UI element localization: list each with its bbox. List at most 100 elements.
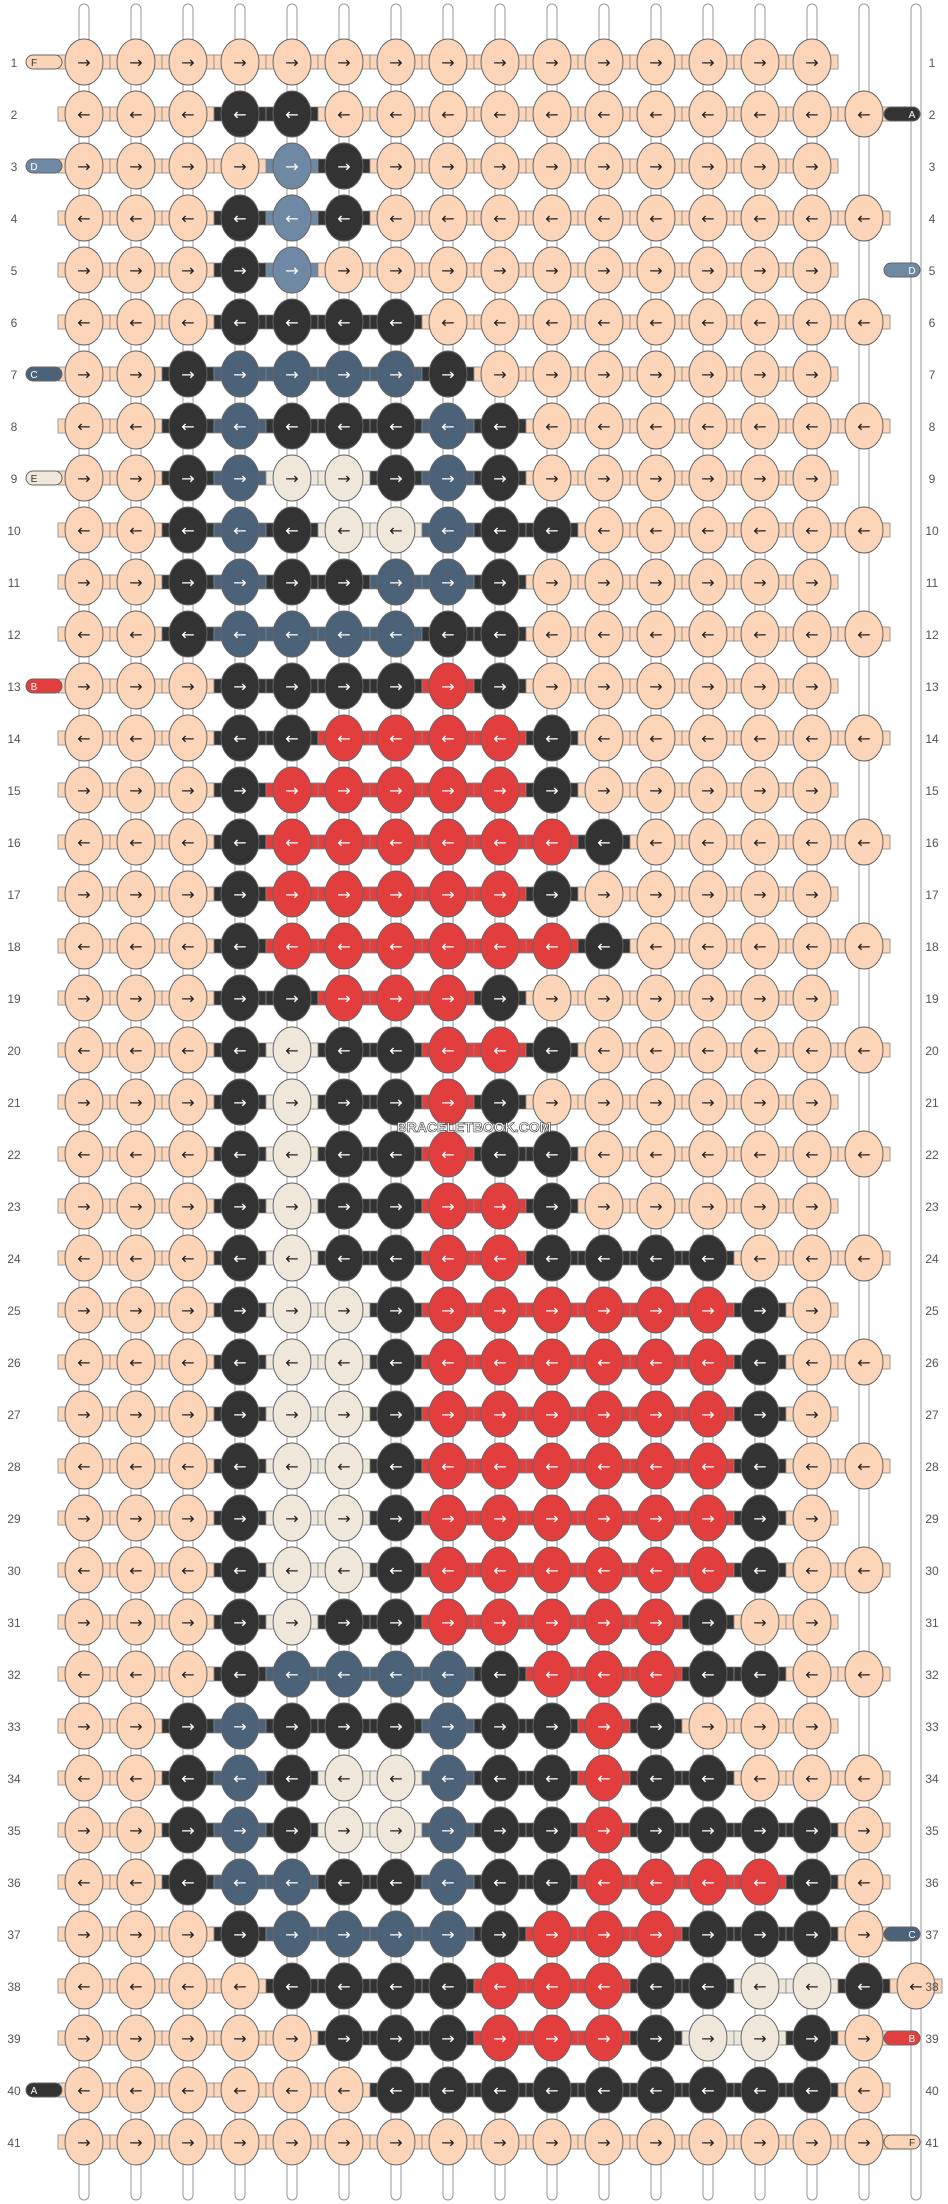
knot-arrow: ← [285, 1769, 298, 1788]
knot: → [584, 38, 624, 86]
knot: → [272, 142, 312, 190]
knot-arrow: → [233, 365, 246, 384]
knot-arrow: → [545, 573, 558, 592]
knot: ← [480, 1442, 520, 1490]
knot-arrow: ← [233, 313, 246, 332]
row-label-right: 2 [929, 108, 936, 122]
knot-arrow: ← [77, 1145, 90, 1164]
knot: → [480, 1494, 520, 1542]
knot: ← [740, 1026, 780, 1074]
knot-arrow: → [285, 1717, 298, 1736]
knot-arrow: → [597, 261, 610, 280]
knot-arrow: ← [701, 1457, 714, 1476]
knot: → [584, 766, 624, 814]
knot-arrow: ← [129, 833, 142, 852]
knot-arrow: → [129, 885, 142, 904]
knot-arrow: ← [805, 209, 818, 228]
knot: ← [64, 1858, 104, 1906]
knot: → [532, 1598, 572, 1646]
knot-arrow: ← [701, 625, 714, 644]
knot-arrow: → [233, 1093, 246, 1112]
knot: → [116, 350, 156, 398]
row-label-left: 41 [7, 2136, 21, 2150]
knot-arrow: ← [129, 521, 142, 540]
knot-arrow: → [77, 781, 90, 800]
knot-arrow: → [233, 261, 246, 280]
row-label-left: 31 [7, 1616, 21, 1630]
knot-arrow: ← [805, 1769, 818, 1788]
knot-arrow: ← [129, 1665, 142, 1684]
knot: ← [428, 1026, 468, 1074]
knot-arrow: → [181, 1301, 194, 1320]
knot: ← [272, 2066, 312, 2114]
knot-arrow: ← [857, 1561, 870, 1580]
knot: → [480, 1806, 520, 1854]
knot-arrow: ← [493, 521, 506, 540]
knot-arrow: ← [805, 1145, 818, 1164]
knot-arrow: → [441, 885, 454, 904]
knot: ← [844, 1026, 884, 1074]
knot: → [272, 1182, 312, 1230]
knot: ← [376, 922, 416, 970]
knot-arrow: → [233, 1821, 246, 1840]
knot: ← [220, 1234, 260, 1282]
knot-arrow: → [77, 1925, 90, 1944]
knot-arrow: ← [597, 1665, 610, 1684]
knot-arrow: ← [545, 105, 558, 124]
knot: ← [636, 1234, 676, 1282]
knot: → [64, 142, 104, 190]
knot-arrow: ← [857, 937, 870, 956]
knot-arrow: ← [389, 833, 402, 852]
knot: → [636, 1078, 676, 1126]
knot-arrow: ← [77, 417, 90, 436]
knot: ← [740, 1338, 780, 1386]
knot-arrow: ← [545, 1561, 558, 1580]
knot-arrow: → [649, 781, 662, 800]
knot: → [220, 142, 260, 190]
knot: → [584, 1182, 624, 1230]
knot: ← [740, 610, 780, 658]
knot: ← [220, 90, 260, 138]
knot: ← [844, 818, 884, 866]
knot: → [168, 1390, 208, 1438]
knot-arrow: ← [129, 313, 142, 332]
knot-arrow: ← [129, 2081, 142, 2100]
knot-arrow: → [77, 2133, 90, 2152]
knot: → [64, 1494, 104, 1542]
knot: ← [740, 922, 780, 970]
knot-arrow: → [441, 677, 454, 696]
knot: → [480, 766, 520, 814]
knot-arrow: → [181, 469, 194, 488]
knot-arrow: → [753, 1613, 766, 1632]
knot-arrow: → [129, 1925, 142, 1944]
knot-arrow: ← [545, 313, 558, 332]
knot: ← [116, 1338, 156, 1386]
knot-arrow: ← [805, 105, 818, 124]
knot: → [168, 1702, 208, 1750]
knot-arrow: → [233, 1509, 246, 1528]
knot: → [272, 350, 312, 398]
knot: → [740, 2014, 780, 2062]
knot-arrow: → [805, 781, 818, 800]
knot: → [532, 662, 572, 710]
knot-arrow: ← [389, 1873, 402, 1892]
knot: → [64, 2118, 104, 2166]
knot: ← [220, 506, 260, 554]
knot: → [220, 662, 260, 710]
knot-arrow: ← [233, 937, 246, 956]
knot-arrow: ← [77, 1249, 90, 1268]
knot: ← [168, 2066, 208, 2114]
knot-arrow: ← [597, 1145, 610, 1164]
knot-arrow: → [597, 1405, 610, 1424]
knot: → [324, 766, 364, 814]
knot: ← [272, 1026, 312, 1074]
row-label-left: 39 [7, 2032, 21, 2046]
knot: → [792, 2014, 832, 2062]
knot-arrow: → [389, 1301, 402, 1320]
knot-arrow: ← [805, 1977, 818, 1996]
knot-arrow: → [77, 1821, 90, 1840]
knot-arrow: → [493, 261, 506, 280]
knot: → [740, 1390, 780, 1438]
knot-arrow: ← [493, 729, 506, 748]
knot: → [584, 662, 624, 710]
